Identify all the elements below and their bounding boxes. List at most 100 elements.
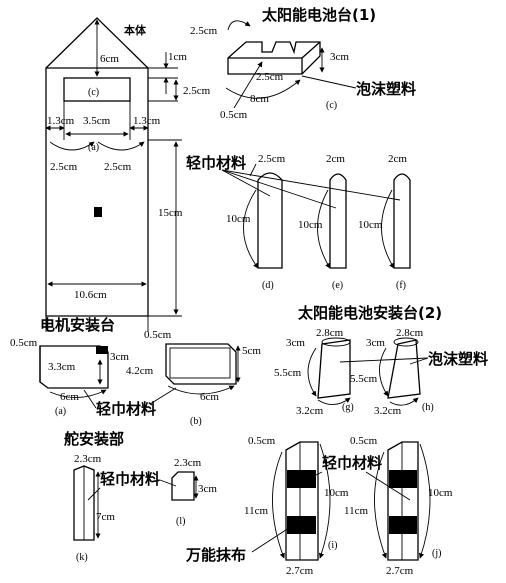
- dim-6cm-arc: [167, 385, 235, 395]
- stand-top: [393, 337, 419, 347]
- dim-label: 3.2cm: [374, 405, 402, 417]
- dim-label: 2.8cm: [316, 327, 344, 339]
- dim-label: 2cm: [388, 153, 407, 165]
- dim-label: 7cm: [96, 511, 115, 523]
- dim-label: 2.7cm: [286, 565, 314, 577]
- body-drawing: 本体 6cm 1cm 2.5cm (c) 1.3cm 3.5cm 1.3cm (…: [45, 17, 211, 332]
- part-tag: (l): [176, 516, 185, 527]
- dim-label: 3.2cm: [296, 405, 324, 417]
- dim-label: 10cm: [226, 213, 251, 225]
- dim-2-5cm-left-arc: [49, 141, 95, 151]
- part-tag: (f): [396, 280, 406, 291]
- dim-3-2cm-arc: [317, 397, 351, 405]
- part-tag: (a): [55, 406, 66, 417]
- body-outline: [45, 17, 149, 317]
- leader: [409, 357, 429, 365]
- body-center-mark: [94, 207, 102, 217]
- part-tag: (g): [342, 402, 354, 413]
- dim-label: 2.5cm: [183, 85, 211, 97]
- dim-3-2cm-arc: [389, 397, 419, 406]
- part-tag: (j): [432, 548, 441, 559]
- leader: [339, 357, 429, 363]
- stick-dark-band: [287, 470, 316, 488]
- panel-e: [329, 173, 347, 269]
- dim-10cm-arc: [418, 443, 431, 559]
- dim-label: 3cm: [330, 51, 349, 63]
- leader: [365, 471, 411, 501]
- solar-stand-1: 太阳能电池台(1) 2.5cm 3cm 2.5cm 8cm 0.5cm (c) …: [190, 6, 416, 121]
- dim-label: 2.5cm: [50, 161, 78, 173]
- dim-10cm-arc: [318, 443, 331, 559]
- dim-label: 1.3cm: [133, 115, 161, 127]
- leader: [305, 471, 323, 481]
- dim-label: 3cm: [286, 337, 305, 349]
- leader: [221, 169, 401, 201]
- rudder-mount: 舵安装部 2.3cm 7cm (k) 2.3cm 3cm (l) 轻巾材料: [64, 430, 217, 563]
- section-title: 太阳能电池安装台(2): [298, 304, 442, 322]
- stick-i: [285, 441, 319, 561]
- dim-label: 3cm: [110, 351, 129, 363]
- block-outline: [227, 41, 321, 75]
- material-label: 泡沫塑料: [428, 350, 488, 368]
- block-dark-face: [96, 346, 108, 354]
- motor-mount: 电机安装台 0.5cm 3.3cm 3cm 6cm (a) 0.5cm 5cm …: [10, 316, 261, 427]
- block-inner: [169, 347, 231, 379]
- dim-arc: [227, 20, 251, 31]
- part-tag: (c): [88, 87, 99, 98]
- dim-label: 10cm: [358, 219, 383, 231]
- dim-label: 10cm: [324, 487, 349, 499]
- dim-label: 10cm: [298, 219, 323, 231]
- dim-label: 6cm: [60, 391, 79, 403]
- leader: [83, 389, 97, 409]
- dim-label: 2.5cm: [190, 25, 218, 37]
- dim-8cm-arc: [225, 79, 301, 99]
- part-tag: (b): [190, 416, 202, 427]
- dim-label: 0.5cm: [350, 435, 378, 447]
- body-title: 本体: [124, 23, 147, 37]
- dim-label: 10.6cm: [74, 289, 107, 301]
- dim-label: 10cm: [428, 487, 453, 499]
- section-title: 太阳能电池台(1): [262, 6, 376, 24]
- material-label: 轻巾材料: [96, 400, 156, 418]
- dim-10cm-arc: [381, 189, 395, 269]
- dim-5-5cm-arc: [379, 347, 389, 397]
- material-label: 轻巾材料: [100, 470, 160, 488]
- dim-10cm-arc: [243, 189, 259, 269]
- leader-foam: [301, 75, 357, 89]
- dim-11cm-arc: [272, 451, 285, 559]
- dim-label: 2.8cm: [396, 327, 424, 339]
- dim-2-5cm-right-arc: [97, 141, 145, 151]
- dim-label: 4.2cm: [126, 365, 154, 377]
- dim-label: 3.5cm: [83, 115, 111, 127]
- dim-label: 2.5cm: [104, 161, 132, 173]
- leader: [221, 169, 271, 197]
- leader: [149, 387, 177, 405]
- dim-label: 8cm: [250, 93, 269, 105]
- dim-label: 2.3cm: [74, 453, 102, 465]
- dim-label: 6cm: [200, 391, 219, 403]
- stand-g: [317, 339, 351, 399]
- dim-label: 5.5cm: [274, 367, 302, 379]
- material-label: 泡沫塑料: [356, 80, 416, 98]
- dim-label: 1cm: [168, 51, 187, 63]
- part-tag: (k): [76, 552, 88, 563]
- panel-d: [257, 172, 283, 269]
- leader-0-5cm: [233, 61, 263, 109]
- dim-label: 0.5cm: [10, 337, 38, 349]
- leader: [159, 479, 177, 487]
- material-label: 轻巾材料: [186, 154, 246, 172]
- material-label: 轻巾材料: [322, 454, 382, 472]
- dim-label: 0.5cm: [248, 435, 276, 447]
- dim-tick: [249, 163, 257, 177]
- dim-label: 1.3cm: [47, 115, 75, 127]
- body-cutout-c: [63, 77, 131, 102]
- dim-6cm-arc: [49, 389, 107, 398]
- dim-label: 6cm: [100, 53, 119, 65]
- dim-label: 11cm: [344, 505, 368, 517]
- part-tag: (d): [262, 280, 274, 291]
- part-tag: (a): [88, 142, 99, 153]
- dim-label: 2.5cm: [258, 153, 286, 165]
- leader: [251, 525, 293, 553]
- dim-label: 0.5cm: [144, 329, 172, 341]
- part-tag: (e): [332, 280, 343, 291]
